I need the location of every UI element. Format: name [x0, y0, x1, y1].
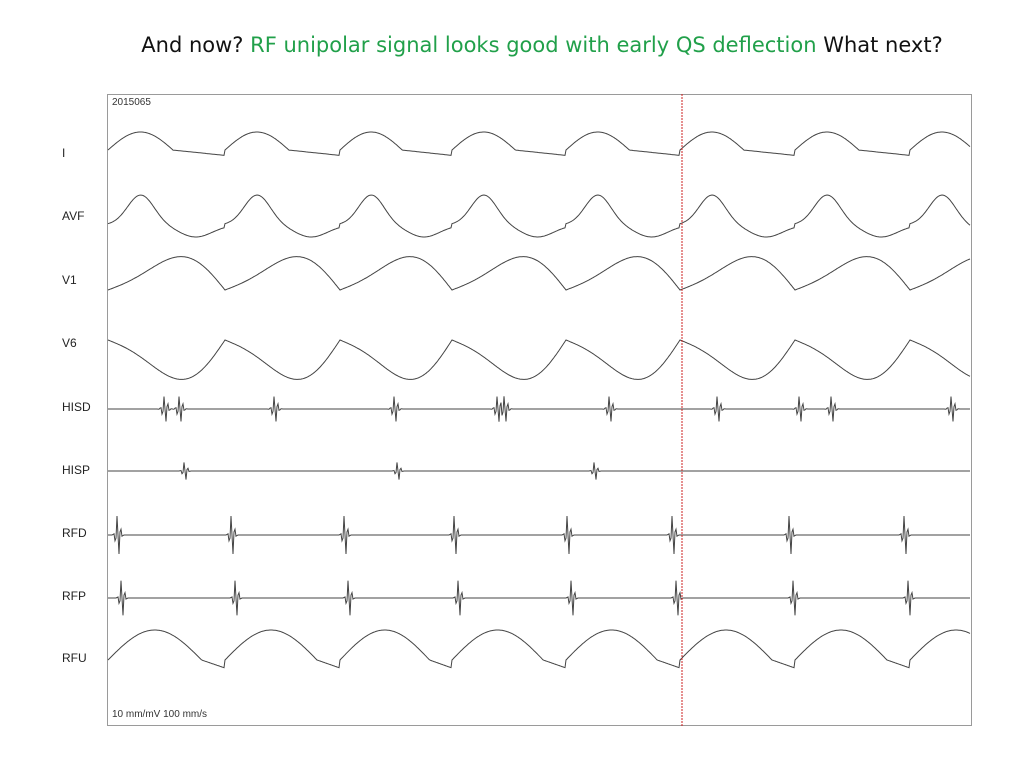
- trace-rfp: [108, 580, 970, 616]
- channel-label-v6: V6: [62, 336, 77, 350]
- title-prefix: And now?: [141, 33, 251, 57]
- channel-label-rfu: RFU: [62, 651, 87, 665]
- trace-v6: [107, 339, 971, 380]
- trace-rfu: [107, 629, 971, 669]
- trace-v1: [107, 256, 971, 291]
- channel-label-i: I: [62, 146, 66, 160]
- tracing-frame: 2015065 10 mm/mV 100 mm/s: [107, 94, 972, 726]
- channel-label-hisp: HISP: [62, 463, 91, 477]
- channel-label-avf: AVF: [62, 209, 85, 223]
- slide-title: And now? RF unipolar signal looks good w…: [0, 33, 1024, 57]
- title-suffix: What next?: [816, 33, 943, 57]
- trace-hisp: [108, 462, 970, 480]
- recording-id: 2015065: [112, 97, 151, 108]
- trace-avf: [107, 194, 971, 238]
- channel-label-v1: V1: [62, 273, 77, 287]
- trace-i: [107, 131, 971, 156]
- trace-hisd: [108, 396, 970, 422]
- channel-label-hisd: HISD: [62, 400, 91, 414]
- scale-note: 10 mm/mV 100 mm/s: [112, 709, 208, 720]
- trace-rfd: [108, 515, 970, 555]
- channel-label-rfp: RFP: [62, 589, 86, 603]
- title-highlight: RF unipolar signal looks good with early…: [250, 33, 817, 57]
- channel-label-rfd: RFD: [62, 526, 87, 540]
